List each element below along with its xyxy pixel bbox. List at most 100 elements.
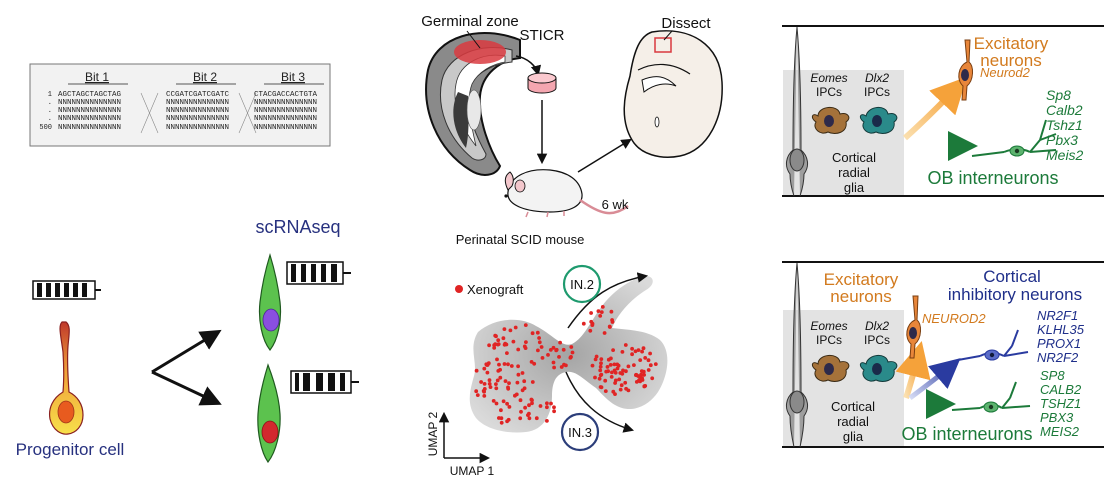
human-ob-marker: CALB2 <box>1040 382 1082 397</box>
xenograft-point <box>516 364 520 369</box>
xenograft-point <box>641 346 646 351</box>
xenograft-point <box>487 343 491 348</box>
xenograft-point <box>524 340 528 344</box>
sticr-dish <box>527 72 557 94</box>
xenograft-point <box>494 386 499 391</box>
human-ob-marker: PBX3 <box>1040 410 1074 425</box>
xenograft-point <box>491 399 496 403</box>
human-cortical-title-1: Cortical <box>983 267 1041 286</box>
xenograft-point <box>630 352 634 357</box>
xenograft-point <box>493 333 498 338</box>
xenograft-point <box>561 347 566 352</box>
daughter-barcode-top <box>286 261 351 285</box>
xenograft-point <box>581 321 586 326</box>
xenograft-point <box>564 363 568 368</box>
xenograft-point <box>599 310 604 314</box>
human-cortical-arrow <box>908 358 961 400</box>
barcode-row-index: 1 <box>48 91 52 99</box>
xenograft-point <box>559 365 564 369</box>
barcode-cell: NNNNNNNNNNNNNN <box>166 107 229 115</box>
xenograft-point <box>612 368 617 373</box>
umap-panel: Xenograft IN.2 IN.3 UMAP 1 UMAP 2 <box>426 264 668 478</box>
human-ob-marker: SP8 <box>1040 368 1065 383</box>
xenograft-point <box>540 356 545 360</box>
xenograft-point <box>623 343 628 347</box>
daughter-nucleus-top <box>262 308 280 332</box>
xenograft-point <box>485 370 490 375</box>
mouse-ob-interneuron <box>971 119 1057 157</box>
dissect-label: Dissect <box>661 15 711 32</box>
xenograft-point <box>537 336 541 340</box>
umap-x-label: UMAP 1 <box>450 464 495 478</box>
mouse-radial-glia-label-2: radial <box>838 165 870 180</box>
mouse-radial-glia-label-1: Cortical <box>832 150 876 165</box>
xenograft-point <box>503 341 508 346</box>
umap-cloud <box>469 276 668 433</box>
xenograft-point <box>535 330 540 335</box>
xenograft-point <box>503 379 508 383</box>
bit3-header: Bit 3 <box>281 70 305 84</box>
xenograft-point <box>516 372 521 377</box>
xenograft-point <box>617 377 622 382</box>
xenograft-point <box>484 362 489 367</box>
xenograft-point <box>626 364 631 369</box>
xenograft-point <box>482 394 487 398</box>
xenograft-point <box>620 350 625 354</box>
xenograft-point <box>482 382 487 386</box>
human-excitatory-title-1: Excitatory <box>824 270 899 289</box>
xenograft-point <box>593 357 598 362</box>
trajectory-arrow-in2 <box>567 272 649 329</box>
germinal-zone-highlight <box>454 40 506 64</box>
xenograft-point <box>487 382 492 386</box>
xenograft-point <box>634 380 639 384</box>
human-ob-marker: MEIS2 <box>1040 424 1080 439</box>
xenograft-point <box>496 369 501 373</box>
human-cortical-marker: KLHL35 <box>1037 322 1085 337</box>
xenograft-point <box>474 389 479 394</box>
xenograft-point <box>527 403 531 408</box>
xenograft-point <box>602 331 607 335</box>
xenograft-point <box>611 389 616 394</box>
xenograft-point <box>624 369 628 374</box>
xenograft-point <box>493 342 498 346</box>
xenograft-point <box>499 408 503 413</box>
human-cortical-marker: NR2F1 <box>1037 308 1078 323</box>
xenograft-point <box>552 365 556 370</box>
mouse-excitatory-title-1: Excitatory <box>974 34 1049 53</box>
barcode-cell: NNNNNNNNNNNNNN <box>58 99 121 107</box>
xenograft-point <box>612 362 617 367</box>
xenograft-point <box>599 385 604 390</box>
human-excitatory-arrow <box>895 341 931 399</box>
xenograft-point <box>546 353 550 357</box>
xenograft-point <box>506 417 511 422</box>
xenograft-point <box>638 358 643 362</box>
xenograft-point <box>505 351 509 355</box>
scid-mouse <box>504 169 629 218</box>
xenograft-point <box>598 314 603 318</box>
xenograft-point <box>558 340 562 345</box>
human-eomes-label: Eomes <box>810 319 847 333</box>
xenograft-point <box>589 311 593 315</box>
xenograft-point <box>599 361 603 366</box>
dissect-box <box>654 37 672 53</box>
xenograft-point <box>646 358 651 363</box>
barcode-cell: NNNNNNNNNNNNNN <box>166 115 229 123</box>
barcode-cell: NNNNNNNNNNNNNN <box>166 124 229 132</box>
xenograft-point <box>523 346 528 350</box>
xenograft-point <box>603 389 608 393</box>
human-excitatory-title-2: neurons <box>830 287 891 306</box>
human-ob-marker: TSHZ1 <box>1040 396 1081 411</box>
daughter-cell-bottom <box>257 363 281 464</box>
xenograft-point <box>549 401 553 406</box>
xenograft-point <box>636 348 641 352</box>
adult-brain-section <box>623 30 723 158</box>
mouse-dlx2-label: Dlx2 <box>865 71 889 85</box>
xenograft-point <box>590 323 595 327</box>
xenograft-point <box>502 362 507 366</box>
xenograft-point <box>534 416 539 421</box>
xenograft-point <box>482 387 487 391</box>
xenograft-point <box>506 385 510 390</box>
human-summary-panel: Cortical radial glia Eomes IPCs Dlx2 IPC… <box>782 261 1104 448</box>
mouse-dlx2-ipcs-label: IPCs <box>864 85 890 99</box>
